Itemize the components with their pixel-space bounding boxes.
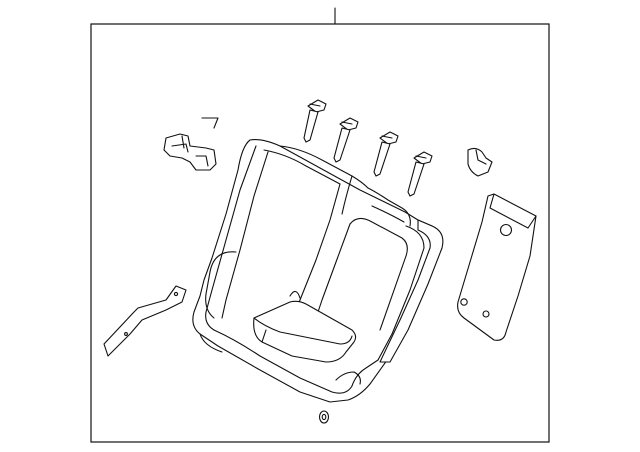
grommet: [318, 410, 330, 424]
diagram-frame: [90, 23, 550, 443]
lower-bracket: [103, 285, 187, 357]
latch-bracket: [163, 133, 217, 171]
seat-back: [192, 139, 444, 403]
armrest: [253, 300, 357, 363]
back-panel: [457, 193, 537, 341]
small-clip: [201, 117, 219, 129]
headrest-guide-3: [373, 131, 399, 177]
side-trim-clip: [467, 147, 493, 177]
headrest-guide-1: [303, 99, 327, 143]
headrest-guide-2: [333, 117, 359, 163]
headrest-guide-4: [407, 151, 433, 197]
